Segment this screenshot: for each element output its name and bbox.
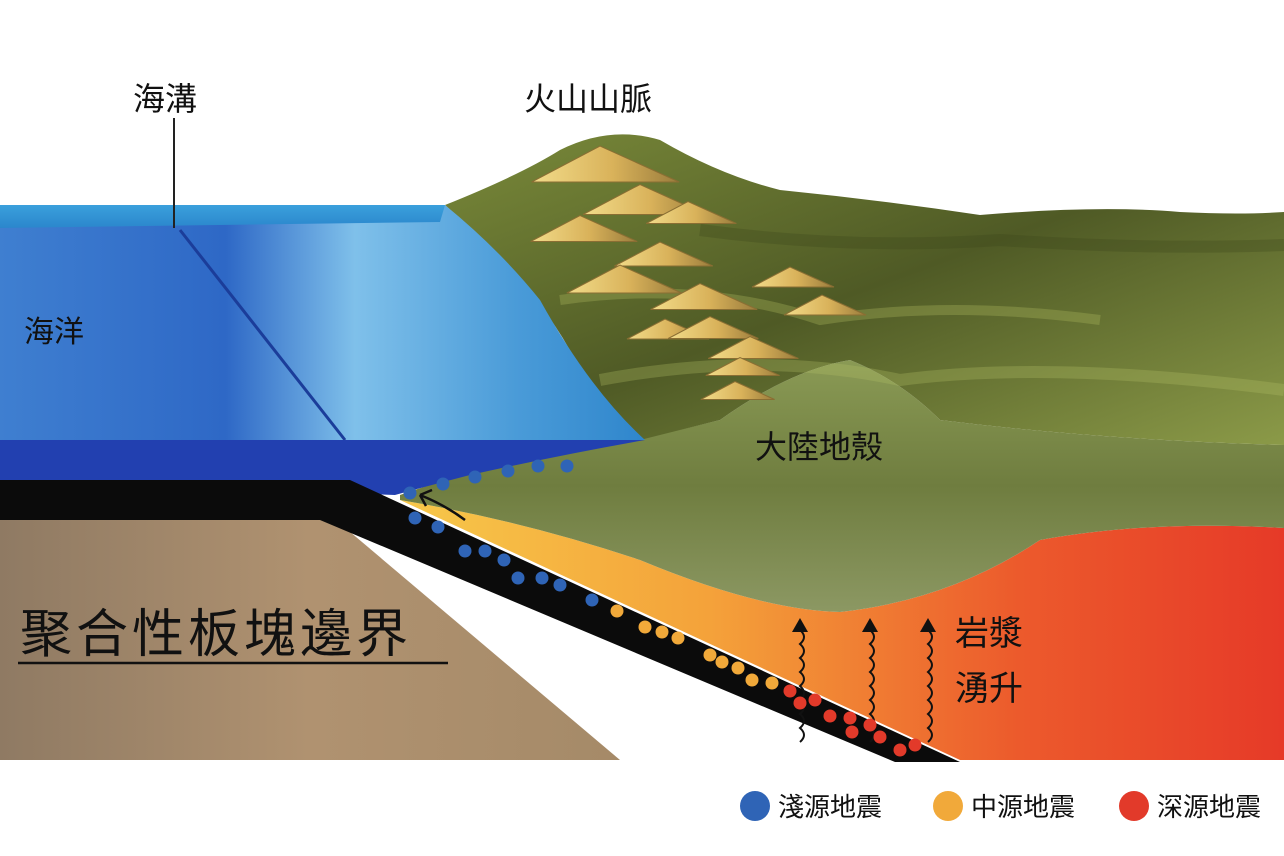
magma-arrow-head: [920, 618, 936, 632]
volcano-cone: [645, 200, 737, 224]
continental-crust: [400, 360, 1284, 612]
legend-label-shallow: 淺源地震: [778, 793, 882, 823]
earthquake-dot: [671, 631, 685, 645]
earthquake-dot: [610, 604, 624, 618]
earthquake-dot: [585, 593, 599, 607]
volcano-cone: [667, 315, 759, 339]
earthquake-dot: [531, 459, 545, 473]
trench-line: [178, 229, 347, 441]
boundary-title: 聚合性板塊邊界: [20, 605, 412, 665]
magma-label-line1: 岩漿: [955, 614, 1023, 654]
legend-label-intermediate: 中源地震: [971, 793, 1075, 823]
ocean-label: 海洋: [24, 315, 84, 350]
volcano-cone: [531, 145, 680, 183]
earthquake-dot: [908, 738, 922, 752]
earthquake-dot: [468, 470, 482, 484]
legend: 淺源地震 中源地震 深源地震: [740, 791, 1261, 823]
earthquake-dot: [823, 709, 837, 723]
magma-zone: [400, 500, 1284, 760]
earthquake-dot: [497, 553, 511, 567]
earthquake-dot: [873, 730, 887, 744]
earthquake-dot: [560, 459, 574, 473]
earthquake-dot: [863, 718, 877, 732]
earthquake-dot: [638, 620, 652, 634]
earthquake-dot: [431, 520, 445, 534]
volcano-cones: [530, 145, 867, 400]
plate-motion-arrow: [419, 493, 466, 522]
magma-label-line2: 湧升: [955, 669, 1023, 709]
magma-arrow-head: [862, 618, 878, 632]
earthquake-dot: [715, 655, 729, 669]
subducting-plate: [0, 480, 960, 762]
earthquake-dot: [501, 464, 515, 478]
volcano-cone: [783, 294, 867, 316]
earthquake-dot: [793, 696, 807, 710]
volcano-cone: [530, 214, 638, 242]
earthquake-dot: [893, 743, 907, 757]
earthquake-dot: [843, 711, 857, 725]
magma-arrow: [798, 629, 805, 743]
volcano-cone: [705, 356, 780, 376]
earthquake-dot: [765, 676, 779, 690]
earthquake-dots: [403, 459, 922, 757]
ocean-water: [0, 205, 645, 440]
magma-arrow: [926, 629, 933, 743]
earthquake-dot: [408, 511, 422, 525]
earthquake-dot: [808, 693, 822, 707]
volcano-cone: [566, 264, 682, 294]
earthquake-dot: [655, 625, 669, 639]
volcano-cone: [751, 266, 835, 288]
earthquake-dot: [511, 571, 525, 585]
earthquake-dot: [478, 544, 492, 558]
earthquake-dot: [745, 673, 759, 687]
legend-label-deep: 深源地震: [1157, 793, 1261, 823]
legend-swatch-deep: [1119, 791, 1149, 821]
legend-swatch-shallow: [740, 791, 770, 821]
earthquake-dot: [458, 544, 472, 558]
mantle: [0, 515, 620, 760]
earthquake-dot: [553, 578, 567, 592]
volcano-cone: [582, 183, 707, 215]
earthquake-dot: [535, 571, 549, 585]
legend-swatch-intermediate: [933, 791, 963, 821]
trench-label: 海溝: [133, 80, 197, 118]
earthquake-dot: [783, 684, 797, 698]
magma-upwelling-arrows: [792, 618, 936, 743]
earthquake-dot: [403, 486, 417, 500]
volcano-range-label: 火山山脈: [524, 80, 652, 118]
volcano-cone: [700, 380, 775, 400]
earthquake-dot: [731, 661, 745, 675]
continental-crust-label: 大陸地殼: [755, 428, 883, 466]
volcano-cone: [650, 282, 758, 310]
volcano-cone: [707, 335, 799, 359]
earthquake-dot: [703, 648, 717, 662]
earthquake-dot: [436, 477, 450, 491]
earthquake-dot: [845, 725, 859, 739]
volcano-cone: [614, 241, 714, 267]
magma-arrow-head: [792, 618, 808, 632]
